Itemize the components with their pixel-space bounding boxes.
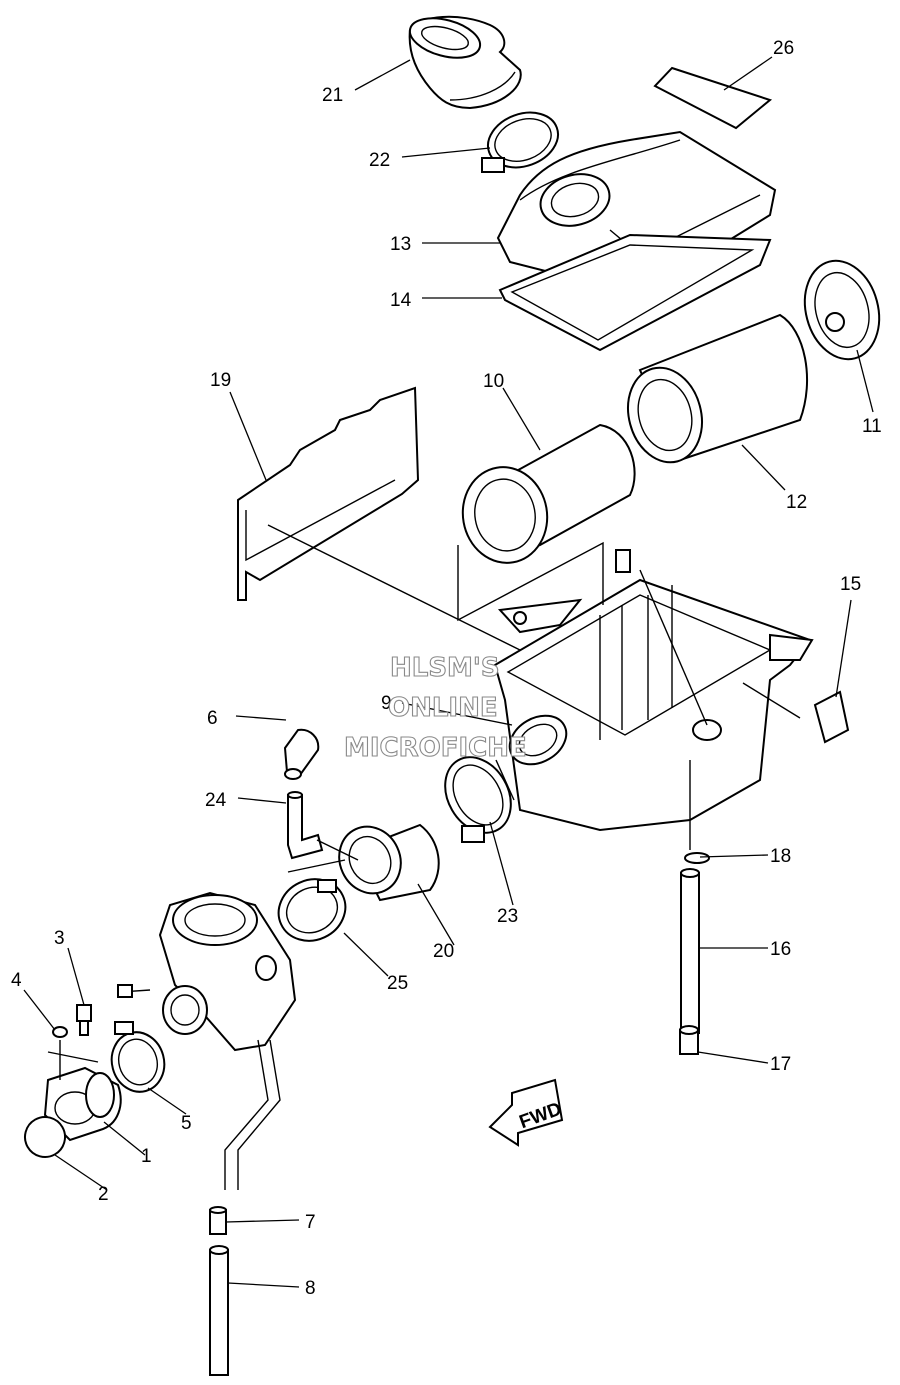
callout-7: 7: [305, 1212, 316, 1233]
forward-arrow-icon: FWD: [488, 1078, 565, 1147]
callout-6: 6: [207, 708, 218, 729]
callout-11: 11: [862, 416, 882, 437]
callout-12: 12: [786, 492, 807, 513]
part-15-clip: [813, 690, 850, 744]
part-3-screw: [76, 1004, 92, 1036]
watermark-line-1: HLSM'S: [390, 653, 500, 683]
part-20-joint: [338, 823, 440, 902]
part-6-cap: [283, 728, 320, 780]
callout-3: 3: [54, 928, 65, 949]
watermark-line-3: MICROFICHE: [344, 733, 527, 763]
callout-21: 21: [322, 85, 343, 106]
part-8-hose: [209, 1245, 229, 1376]
callout-18: 18: [770, 846, 791, 867]
part-17-plug: [679, 1025, 699, 1055]
callout-5: 5: [181, 1113, 192, 1134]
part-25-clamp: [277, 878, 347, 942]
callout-15: 15: [840, 574, 861, 595]
callout-9: 9: [381, 693, 392, 714]
callout-26: 26: [773, 38, 794, 59]
guide-lines: [47, 524, 801, 1080]
callout-17: 17: [770, 1054, 791, 1075]
part-5-clamp: [110, 1021, 166, 1093]
leader-lines: [23, 56, 874, 1288]
callout-25: 25: [387, 973, 408, 994]
part-4-washer: [52, 1026, 68, 1038]
part-16-drain-hose: [680, 868, 700, 1034]
watermark-line-2: ONLINE: [388, 693, 498, 723]
callout-22: 22: [369, 150, 390, 171]
part-21-intake-duct: [408, 15, 522, 110]
callout-16: 16: [770, 939, 791, 960]
part-18-clip: [684, 852, 710, 864]
watermark: HLSM'S ONLINE MICROFICHE: [343, 652, 527, 763]
part-26-label: [653, 66, 773, 130]
part-11-end-cap: [803, 259, 881, 361]
callout-labels: 26 21 22 13 14 10 19 11 12 15 9 6 24 18 …: [11, 38, 882, 1299]
callout-14: 14: [390, 290, 412, 311]
callout-20: 20: [433, 941, 454, 962]
callout-10: 10: [483, 371, 504, 392]
callout-19: 19: [210, 370, 231, 391]
callout-4: 4: [11, 970, 22, 991]
callout-2: 2: [98, 1184, 109, 1205]
part-9-airbox-case: [493, 549, 814, 832]
part-14-gasket: [498, 233, 772, 352]
part-12-outer-filter: [627, 313, 809, 464]
part-10-inner-filter: [461, 423, 636, 564]
part-22-clamp: [481, 111, 559, 173]
part-24-breather-fitting: [287, 791, 324, 860]
carburetor: [117, 891, 297, 1190]
callout-24: 24: [205, 790, 227, 811]
callout-13: 13: [390, 234, 411, 255]
part-2-gasket: [24, 1116, 66, 1158]
callout-1: 1: [141, 1146, 152, 1167]
part-1-manifold: [43, 1066, 122, 1142]
part-19-heat-shield: [237, 386, 420, 601]
part-7-fitting: [209, 1206, 227, 1235]
callout-23: 23: [497, 906, 518, 927]
callout-8: 8: [305, 1278, 316, 1299]
part-23-clamp: [444, 756, 512, 843]
